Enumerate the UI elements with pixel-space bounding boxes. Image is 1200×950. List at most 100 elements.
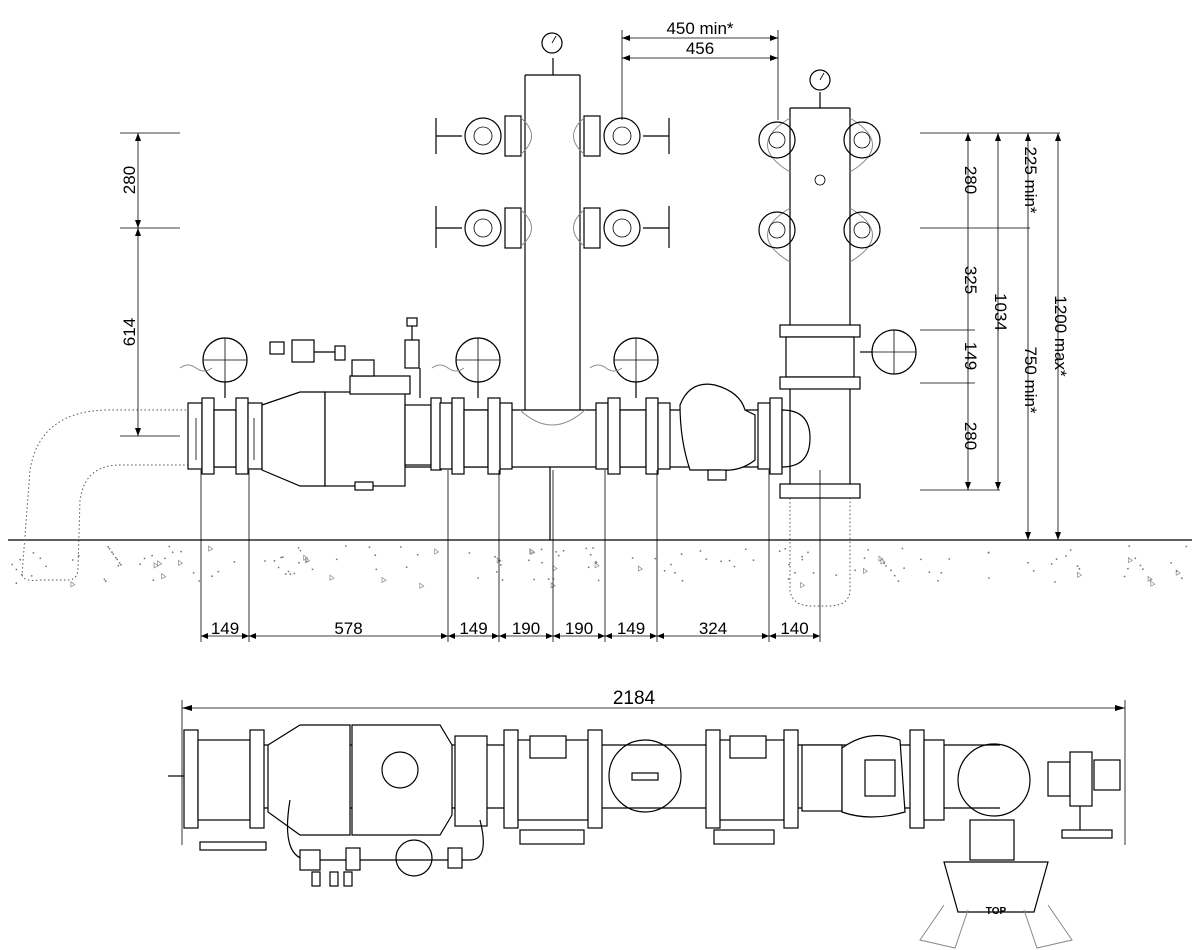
dim-right-280-b: 280 bbox=[961, 422, 980, 450]
soil-speck bbox=[885, 565, 887, 567]
soil-speck bbox=[728, 559, 731, 562]
soil-speck bbox=[501, 579, 504, 581]
soil-speck bbox=[164, 557, 166, 560]
soil-speck bbox=[541, 561, 543, 564]
soil-speck bbox=[835, 574, 838, 576]
dimension-arrow bbox=[657, 633, 664, 639]
landing-valve-4 bbox=[573, 206, 670, 249]
ground bbox=[8, 539, 1192, 589]
soil-speck bbox=[289, 573, 292, 576]
soil-speck bbox=[1142, 568, 1144, 570]
soil-speck bbox=[699, 550, 702, 552]
soil-speck bbox=[533, 578, 535, 581]
soil-speck bbox=[807, 551, 809, 554]
soil-speck bbox=[273, 559, 276, 562]
soil-speck bbox=[477, 577, 479, 579]
soil-speck bbox=[528, 559, 530, 562]
hydrant-outlets-lower bbox=[758, 207, 881, 263]
dimension-arrow bbox=[499, 633, 506, 639]
soil-speck bbox=[680, 553, 683, 556]
soil-stone bbox=[1127, 556, 1133, 564]
soil-speck bbox=[277, 566, 280, 569]
soil-speck bbox=[940, 572, 943, 574]
soil-speck bbox=[937, 579, 939, 582]
soil-speck bbox=[116, 558, 118, 561]
dimension-arrow bbox=[650, 633, 657, 639]
soil-speck bbox=[15, 568, 18, 571]
soil-speck bbox=[344, 545, 347, 547]
soil-speck bbox=[11, 563, 14, 566]
soil-speck bbox=[311, 568, 314, 571]
soil-speck bbox=[903, 567, 905, 569]
soil-speck bbox=[1054, 581, 1056, 583]
dim-bottom-5: 149 bbox=[617, 619, 645, 638]
soil-speck bbox=[192, 572, 195, 574]
soil-speck bbox=[30, 575, 33, 577]
soil-stone bbox=[863, 567, 869, 574]
soil-stone bbox=[305, 557, 311, 564]
soil-speck bbox=[1055, 558, 1058, 560]
soil-speck bbox=[589, 553, 592, 556]
soil-speck bbox=[988, 577, 990, 579]
soil-speck bbox=[948, 558, 951, 560]
soil-stone bbox=[208, 545, 214, 552]
soil-stone bbox=[1077, 571, 1083, 578]
strainer-body bbox=[679, 383, 756, 481]
soil-speck bbox=[405, 566, 408, 568]
dim-bottom-0: 149 bbox=[211, 619, 239, 638]
soil-speck bbox=[784, 548, 787, 550]
soil-stone bbox=[1175, 569, 1181, 576]
soil-speck bbox=[108, 547, 111, 550]
soil-speck bbox=[1065, 555, 1067, 557]
soil-speck bbox=[416, 553, 419, 556]
soil-speck bbox=[987, 551, 990, 554]
soil-speck bbox=[335, 558, 338, 561]
dim-right-225-min: 225 min* bbox=[1021, 146, 1040, 213]
dimension-arrow bbox=[441, 633, 448, 639]
soil-speck bbox=[540, 548, 543, 551]
soil-stone bbox=[161, 572, 167, 580]
dim-right-750-min: 750 min* bbox=[1021, 346, 1040, 413]
soil-speck bbox=[375, 568, 378, 571]
soil-speck bbox=[631, 557, 634, 559]
soil-speck bbox=[39, 557, 42, 560]
soil-speck bbox=[897, 580, 900, 582]
soil-speck bbox=[1128, 545, 1131, 547]
flange-set-4 bbox=[595, 397, 671, 475]
soil-speck bbox=[15, 582, 18, 585]
dimension-arrow bbox=[201, 633, 208, 639]
plan-view: TOP bbox=[168, 724, 1121, 949]
left-outlet-column bbox=[519, 32, 586, 540]
soil-speck bbox=[103, 578, 106, 581]
hydrant-outlets-upper bbox=[758, 117, 881, 186]
soil-stone bbox=[594, 561, 600, 569]
soil-speck bbox=[812, 572, 815, 574]
soil-speck bbox=[374, 554, 377, 557]
soil-speck bbox=[893, 574, 896, 577]
soil-speck bbox=[287, 570, 290, 573]
soil-stone bbox=[153, 562, 159, 569]
soil-speck bbox=[801, 558, 804, 561]
soil-speck bbox=[663, 569, 666, 572]
dim-bottom-1: 578 bbox=[334, 619, 362, 638]
soil-speck bbox=[112, 553, 115, 555]
soil-speck bbox=[863, 557, 866, 560]
dimension-arrow bbox=[598, 633, 605, 639]
soil-speck bbox=[705, 558, 708, 560]
dim-450-min: 450 min* bbox=[666, 19, 733, 38]
pilot-trim bbox=[269, 317, 421, 398]
soil-speck bbox=[585, 547, 588, 550]
soil-stone bbox=[329, 574, 335, 581]
soil-speck bbox=[168, 545, 171, 548]
soil-speck bbox=[120, 563, 122, 566]
dim-2184: 2184 bbox=[613, 688, 656, 709]
tee-elbow bbox=[781, 409, 811, 468]
dim-right-149: 149 bbox=[961, 342, 980, 370]
soil-speck bbox=[1139, 564, 1142, 567]
top-mark-label: TOP bbox=[986, 906, 1007, 917]
soil-speck bbox=[587, 566, 590, 569]
soil-speck bbox=[233, 561, 236, 563]
soil-speck bbox=[597, 579, 600, 582]
dimension-left: 280 614 bbox=[120, 132, 180, 437]
